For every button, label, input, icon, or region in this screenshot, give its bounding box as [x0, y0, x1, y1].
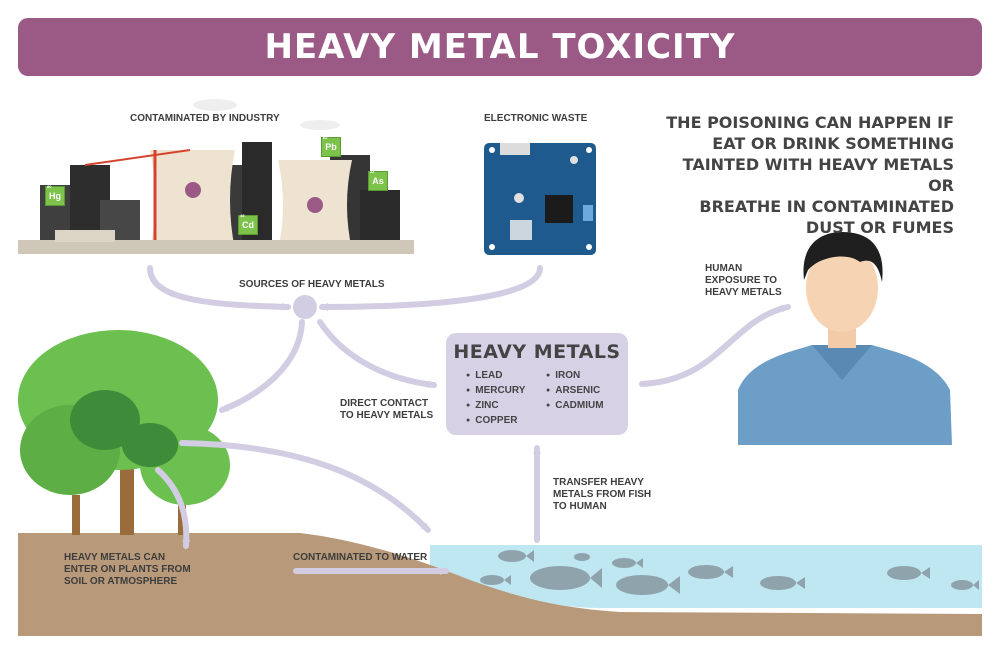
- electronic-waste-pcb: [484, 143, 596, 255]
- label-transfer: TRANSFER HEAVY METALS FROM FISH TO HUMAN: [553, 477, 652, 512]
- label-water: CONTAMINATED TO WATER: [293, 552, 428, 563]
- label-plants: HEAVY METALS CAN ENTER ON PLANTS FROM SO…: [64, 552, 191, 587]
- metal-item: COPPER: [466, 413, 525, 428]
- page-title: HEAVY METAL TOXICITY: [264, 27, 736, 67]
- heavy-metals-title: HEAVY METALS: [453, 341, 621, 363]
- human-figure: [738, 232, 952, 445]
- label-sources: SOURCES OF HEAVY METALS: [239, 279, 385, 290]
- element-badge-pb: 82 Pb: [321, 135, 341, 157]
- element-badge-as: 33 As: [368, 169, 388, 191]
- poisoning-statement: THE POISONING CAN HAPPEN IF EAT OR DRINK…: [666, 113, 954, 237]
- label-human-exposure: HUMAN EXPOSURE TO HEAVY METALS: [705, 263, 782, 298]
- element-badge-cd: 48 Cd: [238, 213, 258, 235]
- label-direct-contact: DIRECT CONTACT TO HEAVY METALS: [340, 398, 434, 421]
- heavy-metals-box: HEAVY METALS LEAD MERCURY ZINC COPPER IR…: [446, 333, 628, 435]
- metal-item: LEAD: [466, 368, 525, 383]
- industry-illustration: [18, 99, 414, 254]
- metal-item: MERCURY: [466, 383, 525, 398]
- metal-item: IRON: [546, 368, 604, 383]
- metal-item: CADMIUM: [546, 398, 603, 413]
- fish-school: [480, 550, 979, 595]
- title-banner: HEAVY METAL TOXICITY: [18, 18, 982, 76]
- flow-arrows: [147, 265, 791, 575]
- element-badge-hg: 80 Hg: [45, 184, 65, 206]
- sources-node: [293, 295, 317, 319]
- soil-ground: [18, 533, 982, 636]
- trees-illustration: [18, 330, 230, 535]
- metals-column-2: IRON ARSENIC CADMIUM: [546, 368, 604, 413]
- metal-item: ZINC: [466, 398, 525, 413]
- metal-item: ARSENIC: [546, 383, 604, 398]
- label-industry: CONTAMINATED BY INDUSTRY: [130, 113, 280, 124]
- label-ewaste: ELECTRONIC WASTE: [484, 113, 588, 124]
- metals-column-1: LEAD MERCURY ZINC COPPER: [466, 368, 525, 428]
